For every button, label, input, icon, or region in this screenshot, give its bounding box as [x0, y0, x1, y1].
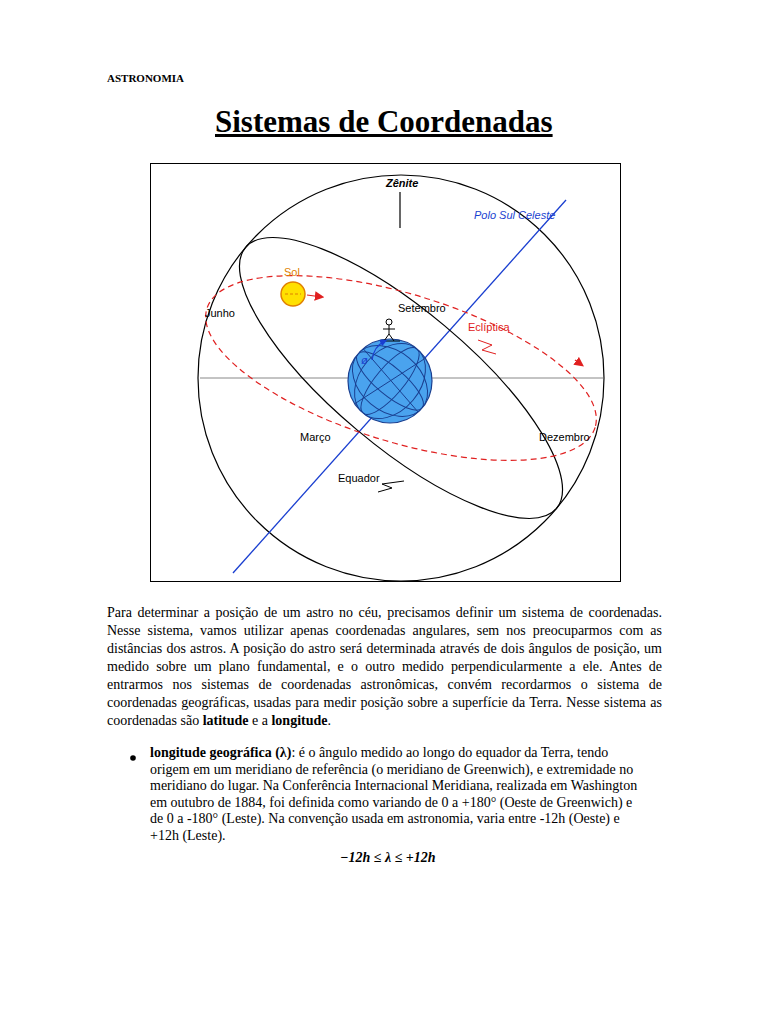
september-label: Setembro	[398, 302, 446, 314]
observer-figure	[380, 319, 400, 341]
ecliptic-arrow	[575, 360, 582, 365]
bullet-paragraph: longitude geográfica (λ): é o ângulo med…	[150, 745, 640, 845]
equator-pointer	[378, 481, 404, 492]
latitude-symbol: ø	[361, 354, 368, 366]
ecliptic-pointer	[478, 340, 496, 354]
march-label: Março	[300, 431, 331, 443]
sun-motion-arrow	[307, 295, 322, 297]
celestial-sphere	[198, 175, 604, 581]
sun-label: Sol	[284, 266, 300, 278]
bullet-dot	[130, 755, 136, 761]
june-label: Junho	[205, 307, 235, 319]
bold-term: latitude	[203, 713, 249, 728]
equator-label: Equador	[338, 472, 380, 484]
ecliptic-label: Eclíptica	[468, 321, 510, 333]
bold-term: longitude	[271, 713, 327, 728]
zenith-label: Zênite	[386, 177, 418, 189]
bold-term: longitude geográfica (λ)	[150, 745, 291, 760]
figure-frame	[151, 164, 621, 582]
page-title: Sistemas de Coordenadas	[215, 104, 553, 140]
paragraph-end: .	[327, 713, 331, 728]
sun-mark	[285, 294, 301, 295]
paragraph-text: Para determinar a posição de um astro no…	[107, 605, 662, 728]
intro-paragraph: Para determinar a posição de um astro no…	[107, 604, 662, 730]
zenith-tick	[399, 192, 400, 228]
pole-label: Polo Sul Celeste	[474, 209, 555, 221]
sun-symbol	[281, 282, 305, 306]
celestial-equator	[202, 195, 600, 560]
section-heading: ASTRONOMIA	[107, 72, 184, 84]
formula: −12h ≤ λ ≤ +12h	[340, 850, 436, 866]
paragraph-text: e a	[252, 713, 268, 728]
ecliptic-path	[185, 238, 617, 498]
latitude-arc	[372, 341, 385, 360]
december-label: Dezembro	[539, 431, 590, 443]
earth-globe	[339, 330, 442, 433]
